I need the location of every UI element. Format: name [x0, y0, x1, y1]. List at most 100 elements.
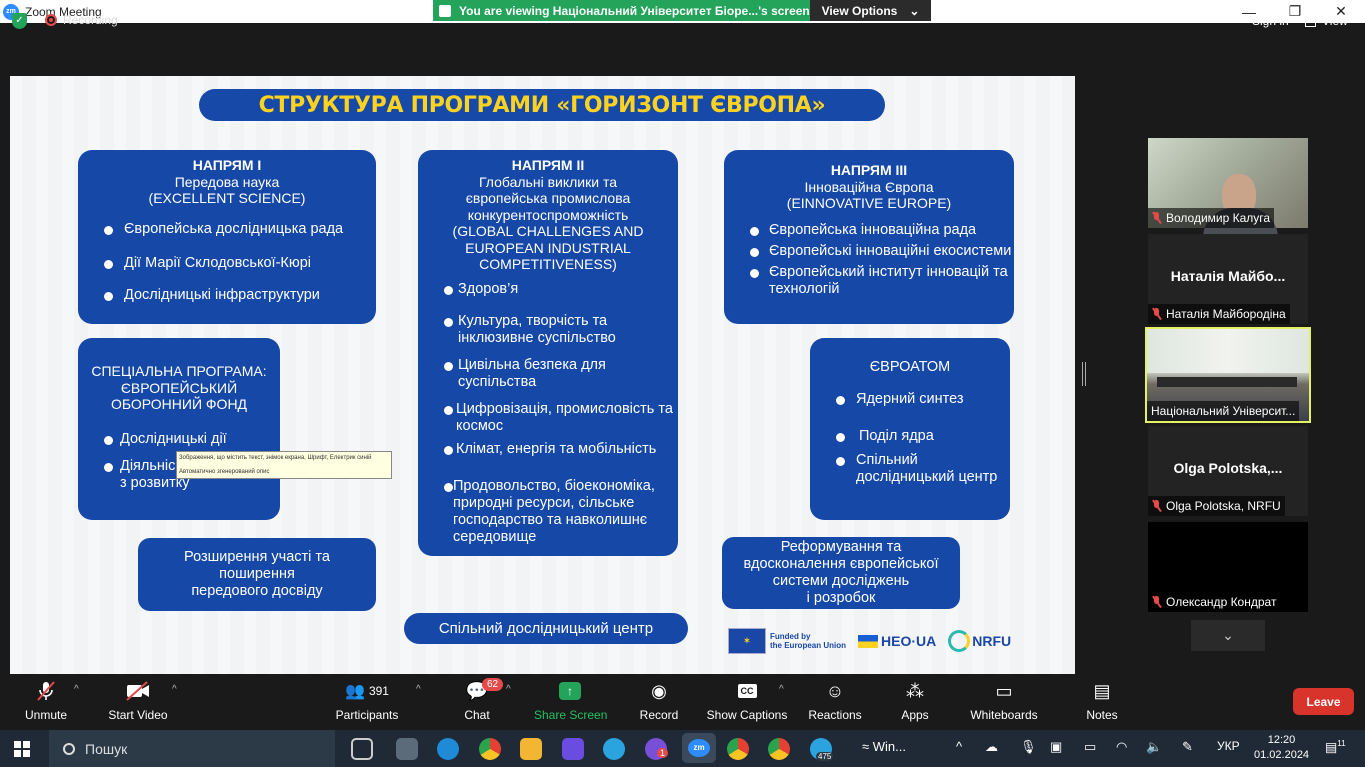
zoom-taskbar-icon[interactable]: zm [682, 733, 716, 763]
task-view-icon[interactable] [351, 738, 373, 760]
chat-label: Chat [464, 708, 490, 722]
chrome-profile-icon[interactable] [768, 738, 790, 760]
nrfu-logo: NRFU [948, 630, 1011, 652]
chat-caret-icon[interactable]: ^ [506, 684, 511, 695]
list-item: Поділ ядра [810, 428, 1010, 445]
participant-name: Національний Університ... [1147, 401, 1300, 421]
security-shield-icon[interactable]: ✓ [12, 13, 27, 29]
heo-ua-logo: HEO·UA [858, 633, 936, 649]
pillar-3-english: (EINNOVATIVE EUROPE) [786, 195, 952, 211]
system-clock[interactable]: 12:20 01.02.2024 [1254, 733, 1309, 763]
audio-options-caret-icon[interactable]: ^ [74, 684, 79, 695]
participant-avatar-name: Olga Polotska,... [1173, 460, 1283, 476]
list-item-continuation: з розвитку [120, 474, 190, 491]
telegram-icon[interactable]: 475 [810, 738, 834, 761]
participant-tile[interactable]: Olga Polotska,... Olga Polotska, NRFU [1148, 426, 1308, 516]
pen-icon[interactable]: ✎ [1182, 739, 1193, 754]
onedrive-icon[interactable]: ☁ [985, 739, 998, 754]
record-button[interactable]: ◉ Record [638, 680, 680, 723]
windows-start-icon[interactable] [14, 741, 30, 757]
viber-icon[interactable]: 1 [645, 738, 669, 760]
copilot-icon[interactable] [562, 738, 584, 760]
calculator-icon[interactable] [396, 738, 418, 760]
edge-icon[interactable] [437, 738, 459, 760]
sign-in-link[interactable]: Sign in [1252, 14, 1289, 28]
list-item: Цифровізація, промисловість та космос [418, 401, 678, 435]
telegram-icon[interactable] [603, 738, 625, 760]
show-captions-button[interactable]: CC Show Captions [706, 680, 788, 722]
notifications-count: 11 [1337, 739, 1346, 748]
euratom-box: ЄВРОАТОМ Ядерний синтез Поділ ядра Спіль… [810, 338, 1010, 520]
battery-icon[interactable]: ▭ [1084, 739, 1097, 754]
microphone-icon[interactable]: 🎙 [1020, 739, 1037, 754]
defence-heading: СПЕЦІАЛЬНА ПРОГРАМА: [91, 363, 267, 379]
meeting-topbar [0, 23, 1365, 65]
start-video-button[interactable]: Start Video [106, 680, 170, 722]
maximize-button[interactable]: ❐ [1288, 3, 1302, 19]
participants-icon: 👥 [345, 683, 365, 700]
pillar-3-subtitle: Інноваційна Європа [804, 178, 934, 195]
meeting-toolbar: Unmute ^ Start Video ^ 👥 391 Participant… [0, 674, 1365, 730]
mic-muted-icon [1152, 308, 1161, 320]
notes-button[interactable]: ▤ Notes [1084, 680, 1120, 723]
widening-box: Розширення участі та поширення передовог… [138, 538, 376, 611]
participant-tile[interactable]: Володимир Калуга [1148, 138, 1308, 238]
recording-label: Recording [63, 13, 118, 27]
funder-logos: ✶ Funded by the European Union HEO·UA NR… [728, 626, 1028, 656]
scroll-down-button[interactable]: ⌄ [1191, 620, 1265, 651]
reform-line: і розробок [806, 590, 876, 606]
leave-button[interactable]: Leave [1293, 688, 1354, 715]
minimize-button[interactable]: — [1242, 3, 1256, 20]
list-item: Дослідницькі інфраструктури [78, 287, 376, 304]
widening-line: Розширення участі та [184, 549, 330, 565]
wifi-icon[interactable]: ◠ [1116, 739, 1128, 754]
participants-button[interactable]: 👥 391 Participants [334, 680, 400, 722]
ukraine-flag-icon [858, 634, 878, 648]
taskbar-search[interactable]: Пошук [49, 730, 335, 767]
view-button[interactable]: View [1305, 14, 1348, 28]
participants-caret-icon[interactable]: ^ [416, 684, 421, 695]
notifications-icon[interactable]: ▤11 [1325, 739, 1346, 755]
pillar-3-heading: НАПРЯМ ІІІ [830, 162, 908, 178]
apps-button[interactable]: ⁂ Apps [898, 680, 932, 723]
pillar-2-heading: НАПРЯМ ІІ [511, 157, 585, 173]
chrome-icon[interactable] [479, 738, 501, 760]
participant-tile[interactable]: Наталія Майбо... Наталія Майбородіна [1148, 234, 1308, 324]
viewing-text: You are viewing Національний Університет… [459, 3, 810, 18]
video-options-caret-icon[interactable]: ^ [172, 684, 177, 695]
language-indicator[interactable]: УКР [1217, 739, 1240, 753]
view-options-button[interactable]: View Options ⌄ [810, 0, 931, 21]
whiteboards-button[interactable]: ▭ Whiteboards [968, 680, 1040, 723]
euratom-heading: ЄВРОАТОМ [869, 359, 951, 375]
chat-badge: 62 [482, 678, 504, 691]
volume-icon[interactable]: 🔈 [1146, 739, 1163, 754]
pillar-1-subtitle: Передова наука [174, 173, 280, 190]
chrome-profile-icon[interactable] [727, 738, 749, 760]
panel-splitter-handle[interactable] [1082, 362, 1086, 386]
file-explorer-icon[interactable] [520, 738, 542, 760]
screen-share-icon[interactable]: ▣ [1050, 739, 1063, 754]
pillar-2-line: конкурентоспроможність [467, 206, 629, 223]
recording-indicator[interactable]: Recording [45, 13, 118, 27]
list-item: Культура, творчість та інклюзивне суспіл… [418, 313, 678, 347]
participant-name: Олександр Кондрат [1148, 592, 1281, 612]
tray-expand-icon[interactable]: ^ [956, 739, 963, 754]
list-item: Ядерний синтез [810, 391, 1010, 408]
widening-line: передового досвіду [191, 583, 323, 599]
video-off-icon [106, 680, 170, 702]
chat-button[interactable]: 💬 62 Chat [458, 678, 504, 722]
participant-tile[interactable]: Олександр Кондрат [1148, 522, 1308, 612]
unmute-button[interactable]: Unmute [20, 680, 72, 722]
defence-heading: ЄВРОПЕЙСЬКИЙ [120, 379, 238, 396]
reactions-button[interactable]: ☺ Reactions [808, 680, 862, 723]
weather-widget[interactable]: ≈ Win... [862, 739, 906, 754]
whiteboards-label: Whiteboards [970, 708, 1038, 722]
widening-line: поширення [219, 566, 295, 582]
close-window-button[interactable]: ✕ [1335, 3, 1347, 19]
captions-caret-icon[interactable]: ^ [779, 684, 784, 695]
participant-tile-active-speaker[interactable]: Національний Університ... [1145, 327, 1311, 423]
share-screen-button[interactable]: ↑ Share Screen [534, 680, 607, 722]
view-options-label: View Options [821, 3, 898, 18]
list-item: Європейські інноваційні екосистеми [724, 243, 1014, 260]
reform-line: системи досліджень [772, 573, 910, 589]
